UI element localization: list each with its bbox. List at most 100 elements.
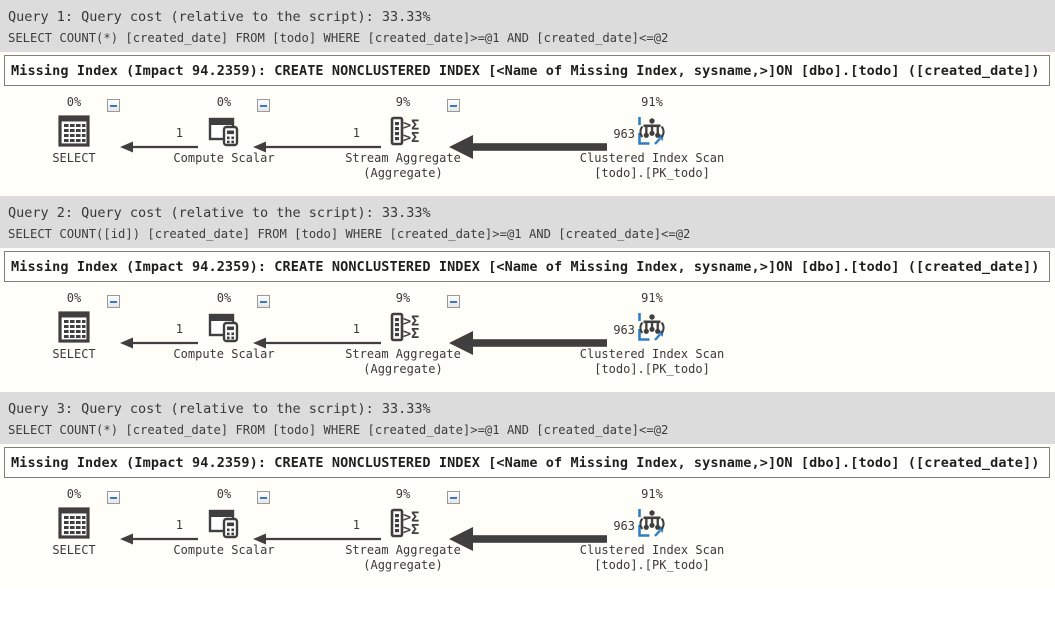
plan-node-select[interactable]: 0% SELECT [0,292,159,362]
collapse-node-button[interactable] [107,491,120,504]
row-flow-arrow[interactable] [120,333,198,353]
plan-node-clustered-index-scan[interactable]: 91% Clustered Index S [567,488,737,573]
stream-aggregate-icon: >Σ >Σ [390,312,419,342]
node-label: Stream Aggregate [345,347,461,361]
query-cost-header: Query 2: Query cost (relative to the scr… [8,205,431,221]
minus-icon [110,496,117,499]
query-header-band: Query 2: Query cost (relative to the scr… [0,196,1055,248]
node-label: Stream Aggregate [345,543,461,557]
row-count-label: 1 [352,322,360,336]
node-sublabel: (Aggregate) [363,166,443,180]
missing-index-text: Missing Index (Impact 94.2359): CREATE N… [11,454,1040,471]
result-grid-icon [58,115,90,147]
collapse-node-button[interactable] [257,491,270,504]
query-cost-header: Query 3: Query cost (relative to the scr… [8,401,431,417]
minus-icon [450,300,457,303]
collapse-node-button[interactable] [107,295,120,308]
compute-scalar-icon [208,313,239,343]
node-label: SELECT [52,347,96,361]
svg-text:>Σ: >Σ [403,326,419,342]
node-cost-percent: 9% [395,487,411,501]
svg-text:>Σ: >Σ [403,118,419,134]
node-cost-percent: 0% [216,95,232,109]
svg-text:>Σ: >Σ [403,510,419,526]
missing-index-warning[interactable]: Missing Index (Impact 94.2359): CREATE N… [4,447,1050,478]
missing-index-text: Missing Index (Impact 94.2359): CREATE N… [11,62,1040,79]
collapse-node-button[interactable] [447,295,460,308]
minus-icon [450,496,457,499]
query-sql-text: SELECT COUNT(*) [created_date] FROM [tod… [8,423,669,437]
clustered-index-scan-icon [638,509,665,537]
row-flow-arrow-thick[interactable] [449,132,607,162]
minus-icon [260,496,267,499]
row-flow-arrow[interactable] [120,529,198,549]
missing-index-warning[interactable]: Missing Index (Impact 94.2359): CREATE N… [4,251,1050,282]
node-label: Stream Aggregate [345,151,461,165]
missing-index-warning[interactable]: Missing Index (Impact 94.2359): CREATE N… [4,55,1050,86]
missing-index-text: Missing Index (Impact 94.2359): CREATE N… [11,258,1040,275]
query-plan-section: Query 3: Query cost (relative to the scr… [0,392,1055,588]
node-sublabel: [todo].[PK_todo] [594,558,710,572]
execution-plan-canvas: 0% SELECT [0,286,1055,392]
row-count-label: 1 [352,518,360,532]
plan-node-select[interactable]: 0% SELECT [0,488,159,558]
plan-node-stream-aggregate[interactable]: 9% >Σ >Σ Stream Aggregate (Aggregate) [318,96,488,181]
minus-icon [110,104,117,107]
result-grid-icon [58,311,90,343]
node-label: Compute Scalar [173,151,275,165]
collapse-node-button[interactable] [257,99,270,112]
collapse-node-button[interactable] [447,99,460,112]
node-cost-percent: 0% [216,291,232,305]
row-flow-arrow-thick[interactable] [449,524,607,554]
node-cost-percent: 91% [641,291,663,305]
row-count-label: 963 [613,323,635,337]
query-cost-header: Query 1: Query cost (relative to the scr… [8,9,431,25]
collapse-node-button[interactable] [257,295,270,308]
compute-scalar-icon [208,509,239,539]
plan-node-stream-aggregate[interactable]: 9% >Σ >Σ Stream Aggregate (Aggregate) [318,488,488,573]
clustered-index-scan-icon [638,117,665,145]
collapse-node-button[interactable] [107,99,120,112]
minus-icon [450,104,457,107]
query-sql-text: SELECT COUNT([id]) [created_date] FROM [… [8,227,691,241]
plan-node-stream-aggregate[interactable]: 9% >Σ >Σ Stream Aggregate (Aggregate) [318,292,488,377]
plan-node-compute-scalar[interactable]: 0% Compute Scalar [139,292,309,362]
execution-plan-canvas: 0% SELECT [0,90,1055,196]
minus-icon [260,300,267,303]
stream-aggregate-icon: >Σ >Σ [390,116,419,146]
node-label: Clustered Index Scan [579,151,725,165]
row-flow-arrow[interactable] [120,137,198,157]
node-label: Clustered Index Scan [579,347,725,361]
node-cost-percent: 9% [395,291,411,305]
minus-icon [110,300,117,303]
node-label: Compute Scalar [173,347,275,361]
node-sublabel: (Aggregate) [363,362,443,376]
row-flow-arrow-thick[interactable] [449,328,607,358]
plan-node-select[interactable]: 0% SELECT [0,96,159,166]
node-sublabel: [todo].[PK_todo] [594,166,710,180]
row-flow-arrow[interactable] [253,529,381,549]
svg-text:>Σ: >Σ [403,130,419,146]
query-sql-text: SELECT COUNT(*) [created_date] FROM [tod… [8,31,669,45]
row-flow-arrow[interactable] [253,137,381,157]
node-cost-percent: 0% [66,95,82,109]
node-cost-percent: 9% [395,95,411,109]
plan-node-clustered-index-scan[interactable]: 91% Clustered Index S [567,96,737,181]
plan-node-compute-scalar[interactable]: 0% Compute Scalar [139,96,309,166]
row-count-label: 1 [175,126,183,140]
node-sublabel: [todo].[PK_todo] [594,362,710,376]
compute-scalar-icon [208,117,239,147]
row-flow-arrow[interactable] [253,333,381,353]
query-header-band: Query 1: Query cost (relative to the scr… [0,0,1055,52]
plan-node-compute-scalar[interactable]: 0% Compute Scalar [139,488,309,558]
minus-icon [260,104,267,107]
plan-node-clustered-index-scan[interactable]: 91% Clustered Index S [567,292,737,377]
query-plan-section: Query 1: Query cost (relative to the scr… [0,0,1055,196]
collapse-node-button[interactable] [447,491,460,504]
node-label: SELECT [52,151,96,165]
node-label: Clustered Index Scan [579,543,725,557]
query-header-band: Query 3: Query cost (relative to the scr… [0,392,1055,444]
row-count-label: 1 [352,126,360,140]
query-plan-section: Query 2: Query cost (relative to the scr… [0,196,1055,392]
row-count-label: 963 [613,127,635,141]
